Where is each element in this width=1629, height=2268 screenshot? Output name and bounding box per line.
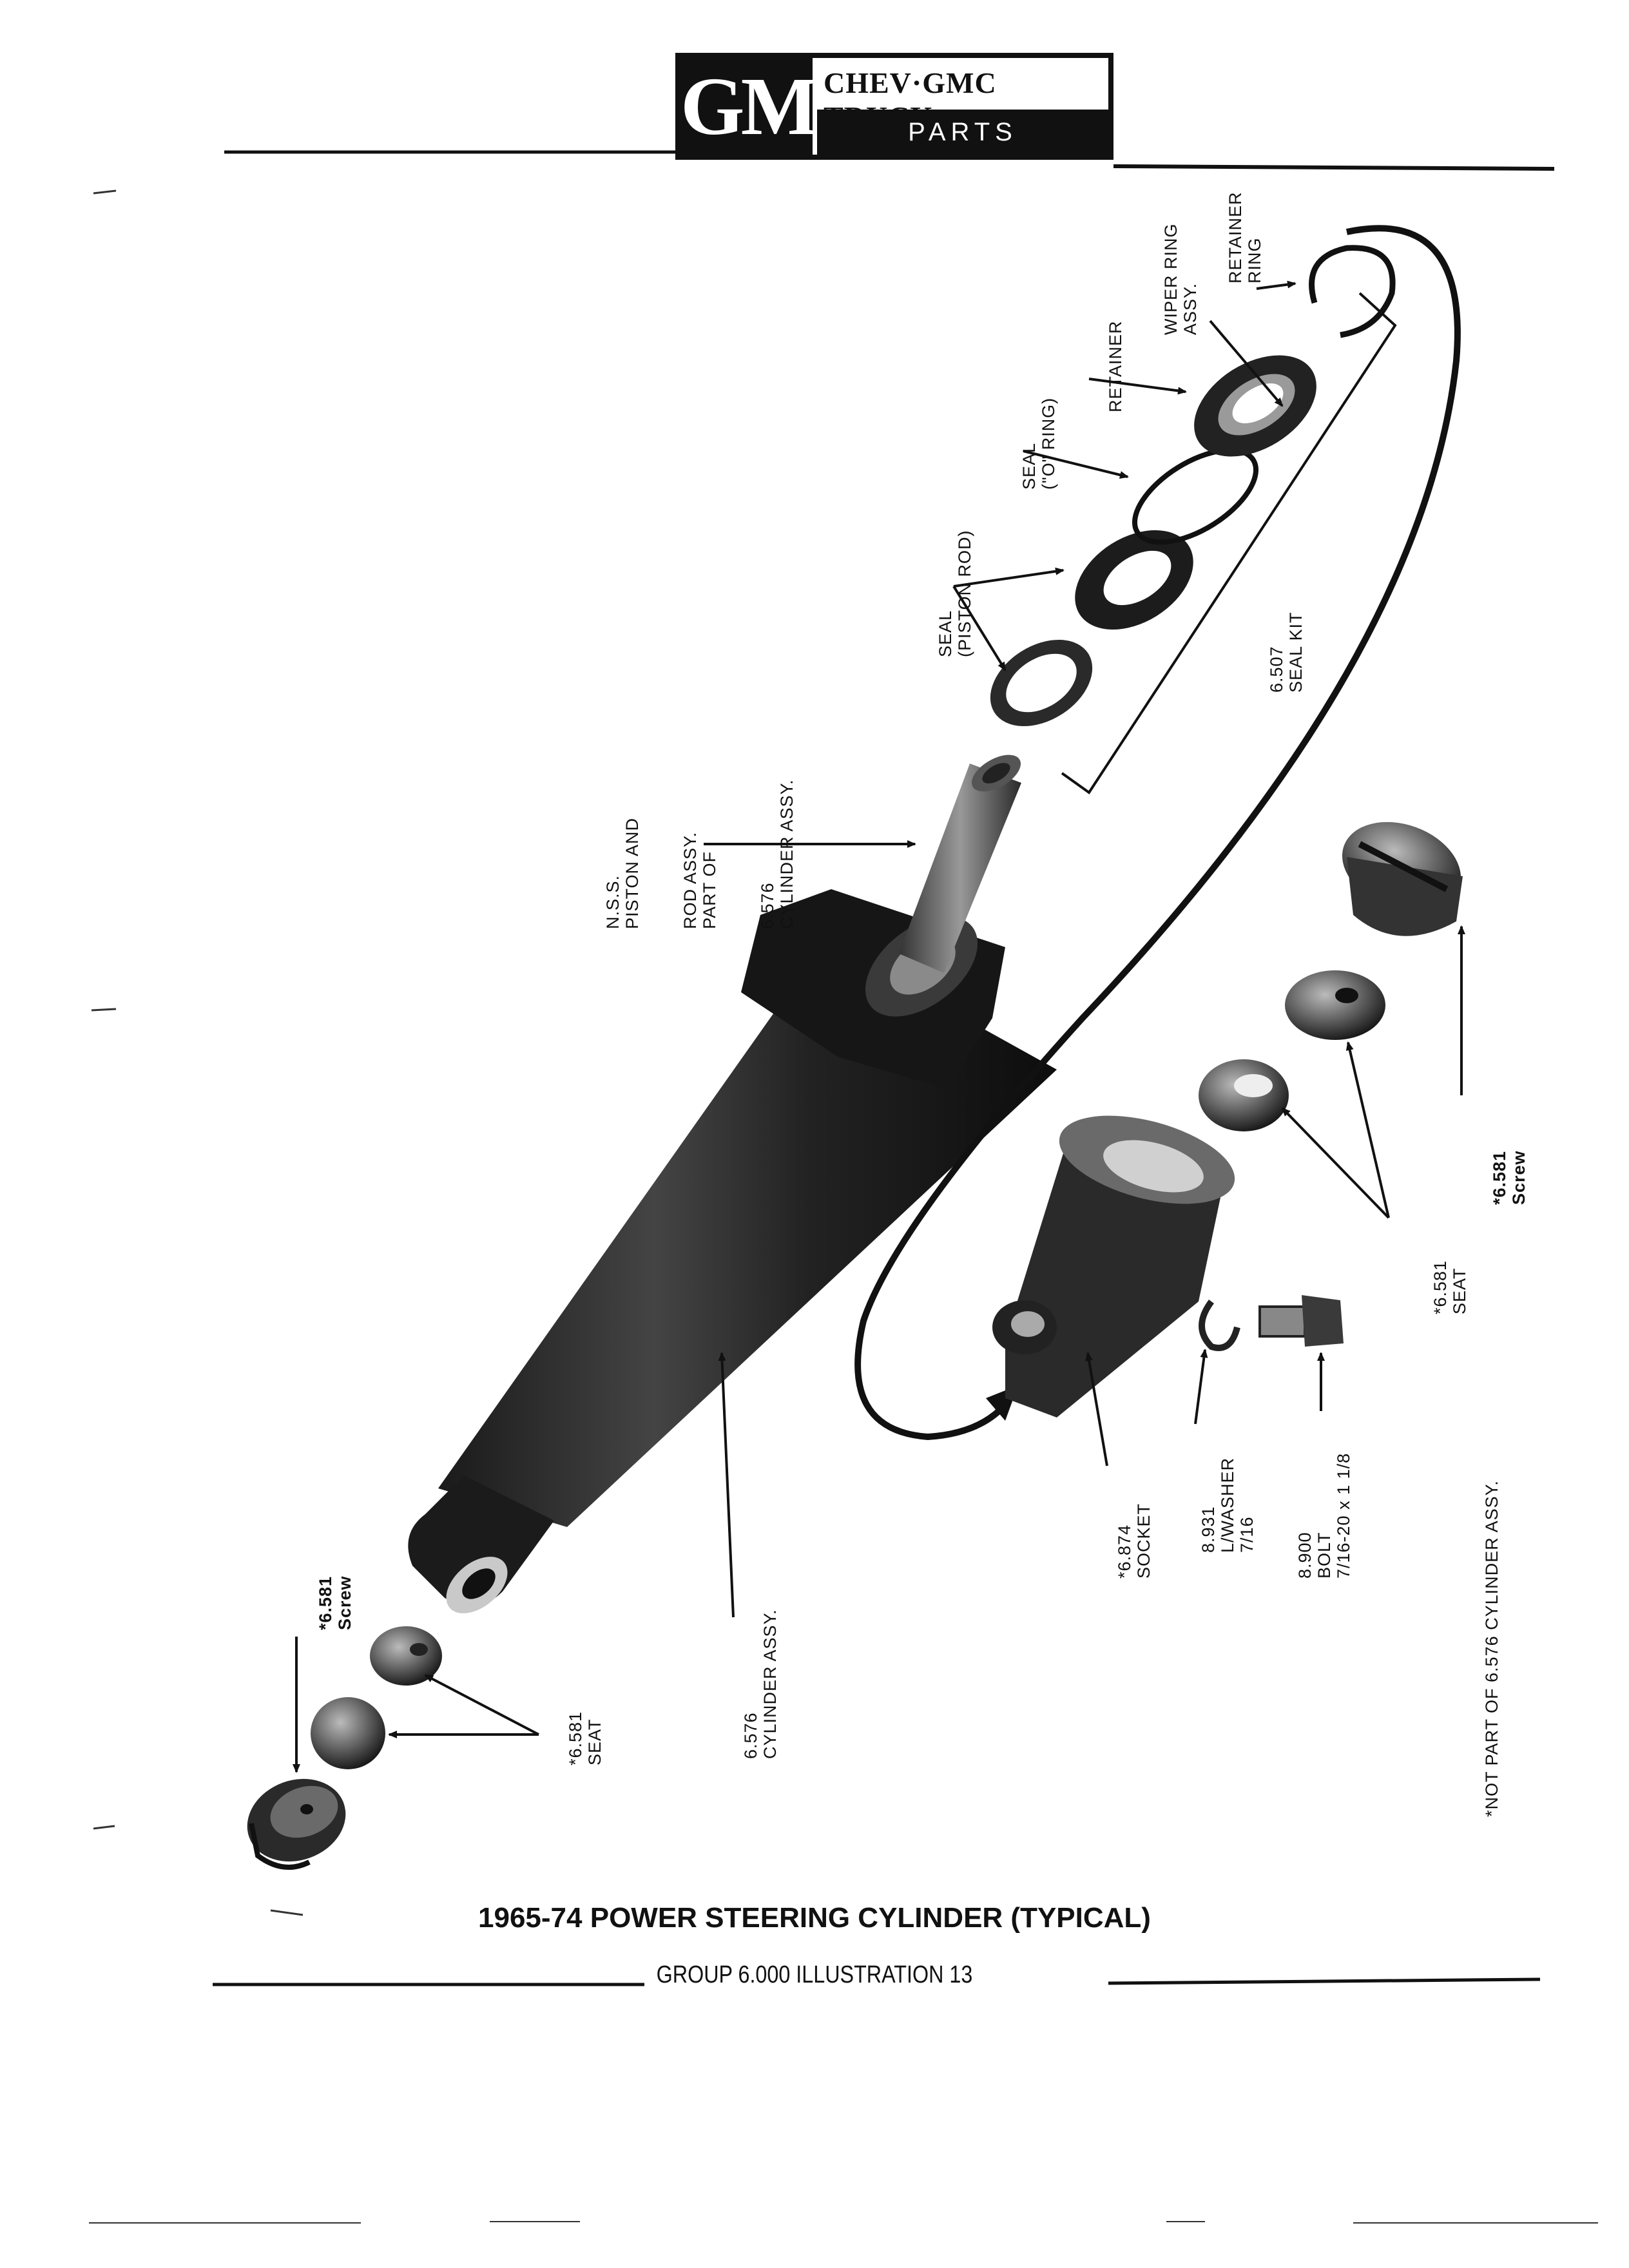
scan-marks xyxy=(89,189,1598,2224)
figure-caption: 1965-74 POWER STEERING CYLINDER (TYPICAL… xyxy=(478,1902,1151,1934)
socket-drawing xyxy=(992,1115,1235,1418)
right-hardware-drawing xyxy=(1199,822,1463,1351)
label-seal-o-ring: SEAL("O" RING) xyxy=(1019,397,1058,490)
leader-lines xyxy=(293,280,1465,1773)
gm-catalogue-logo: GM CHEV·GMC TRUCK PARTS CATALOGUE xyxy=(675,53,1113,191)
seal-kit-parts-drawing xyxy=(990,245,1397,794)
label-seal-piston-rod: SEAL(PISTON ROD) xyxy=(936,530,974,657)
header-rule xyxy=(224,150,1555,171)
header-subtitle: PARTS CATALOGUE xyxy=(817,110,1108,191)
left-hardware-drawing xyxy=(247,1626,442,1870)
footer-rules xyxy=(213,1977,1541,1986)
assembly-flow-arrow xyxy=(854,225,1461,1441)
group-illustration-reference: GROUP 6.000 ILLUSTRATION 13 xyxy=(656,1961,973,1988)
cylinder-assembly-drawing xyxy=(408,754,1057,1613)
gm-logo-mark: GM xyxy=(680,58,818,155)
label-not-part-note: *NOT PART OF 6.576 CYLINDER ASSY. xyxy=(1482,1480,1501,1817)
